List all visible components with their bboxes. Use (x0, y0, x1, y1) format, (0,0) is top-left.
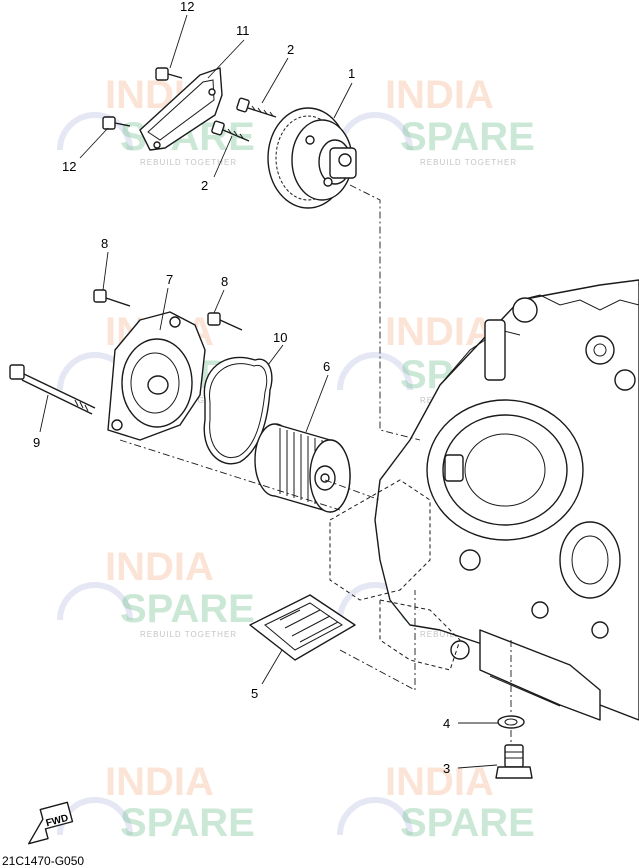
watermark-spare-text: SPARE (120, 801, 255, 845)
callout-10: 10 (273, 330, 287, 345)
screw-2-upper (236, 97, 277, 118)
bolt-9 (9, 364, 96, 415)
watermark-bottom-right: INDIA SPARE (337, 760, 535, 845)
callout-leaders (39, 14, 498, 769)
screw-2-lower (211, 120, 250, 142)
callout-1: 1 (348, 66, 355, 81)
oil-filter-cover (107, 311, 206, 441)
callout-2-upper: 2 (287, 42, 294, 57)
watermark-spare-text: SPARE (400, 115, 535, 159)
callout-4: 4 (443, 716, 450, 731)
plate-11 (139, 67, 223, 151)
callout-7: 7 (166, 272, 173, 287)
watermark-bottom-left: INDIA SPARE (57, 760, 255, 845)
oil-pump-assembly (267, 107, 357, 209)
callout-11: 11 (236, 23, 250, 38)
watermark-india-text: INDIA (385, 73, 494, 117)
o-ring (203, 356, 273, 465)
watermark-tagline: REBUILD TOGETHER (420, 158, 517, 167)
bolt-8-right (207, 312, 243, 331)
callout-9: 9 (33, 435, 40, 450)
oil-filter-element (254, 423, 351, 513)
callout-5: 5 (251, 686, 258, 701)
bolt-12-upper (155, 67, 183, 81)
crankcase (329, 279, 639, 721)
diagram-code: 21C1470-G050 (2, 854, 84, 868)
watermark-spare-text: SPARE (120, 587, 255, 631)
callout-8-right: 8 (221, 274, 228, 289)
bolt-12-lower (102, 116, 131, 130)
bolt-8-upper (93, 289, 131, 307)
watermark-tagline: REBUILD TOGETHER (140, 158, 237, 167)
assembly-lines (119, 184, 512, 745)
callout-12-lower: 12 (62, 159, 76, 174)
drain-bolt (495, 744, 533, 779)
callout-2-lower: 2 (201, 178, 208, 193)
gasket-4 (497, 715, 525, 729)
watermark-top-right: INDIA SPARE REBUILD TOGETHER (337, 73, 535, 167)
watermark-india-text: INDIA (385, 760, 494, 804)
callouts: 1 2 2 3 4 5 6 7 8 8 9 10 11 12 12 (33, 0, 450, 776)
callout-12-upper: 12 (180, 0, 194, 14)
callout-3: 3 (443, 761, 450, 776)
watermark-india-text: INDIA (105, 760, 214, 804)
watermark-tagline: REBUILD TOGETHER (140, 630, 237, 639)
callout-6: 6 (323, 359, 330, 374)
watermark-india-text: INDIA (105, 545, 214, 589)
fwd-direction-arrow: FWD (28, 801, 74, 845)
watermark-spare-text: SPARE (400, 801, 535, 845)
watermark-low-left: INDIA SPARE REBUILD TOGETHER (57, 545, 255, 639)
oil-strainer (249, 594, 356, 661)
callout-8-upper: 8 (101, 236, 108, 251)
